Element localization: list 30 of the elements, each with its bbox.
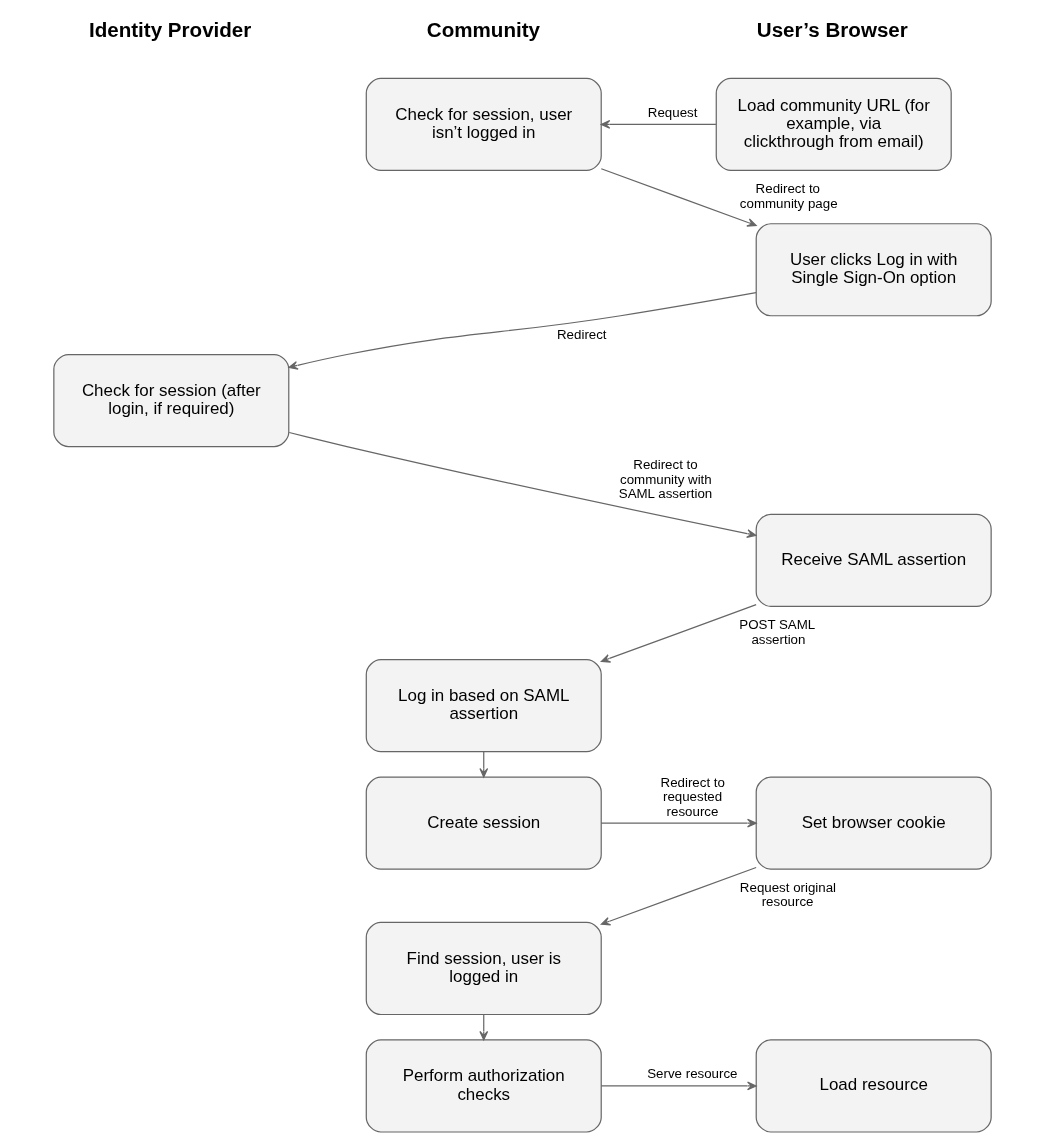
edge-label: Serve resource (647, 1066, 738, 1082)
edge-label: Redirect (557, 326, 607, 342)
edge-label: Request (647, 104, 698, 120)
node-box: Receive SAML assertion (755, 513, 992, 607)
node-box: Load community URL (for example, via clickthrough from email) (715, 77, 952, 172)
label: Community (426, 17, 541, 41)
arrow (600, 866, 757, 926)
node-box: Check for session (after login, if required) (53, 353, 290, 448)
label: Identity Provider (88, 17, 252, 41)
node-box: Create session (365, 776, 602, 870)
edge-label: Redirect to community page (739, 181, 838, 211)
arrow (288, 431, 757, 538)
node-box: Perform authorization checks (365, 1039, 602, 1133)
arrow (600, 120, 717, 129)
node-box: Check for session, user isn’t logged in (365, 77, 602, 172)
edge-label: Request original resource (739, 879, 837, 910)
node-box: User clicks Log in with Single Sign-On option (755, 223, 992, 317)
arrow (600, 168, 757, 227)
arrow (600, 818, 757, 828)
edge-label: POST SAML assertion (739, 617, 816, 647)
node-box: Set browser cookie (755, 776, 992, 870)
arrow (288, 292, 757, 370)
edge-label: Redirect to requested resource (660, 774, 725, 819)
label: User’s Browser (756, 17, 908, 41)
node-box: Load resource (755, 1039, 992, 1133)
node-box: Find session, user is logged in (365, 921, 602, 1016)
arrow (600, 1081, 757, 1091)
arrow (600, 604, 757, 663)
node-box: Log in based on SAML assertion (365, 659, 602, 753)
edge-label: Redirect to community with SAML assertion (618, 457, 713, 502)
